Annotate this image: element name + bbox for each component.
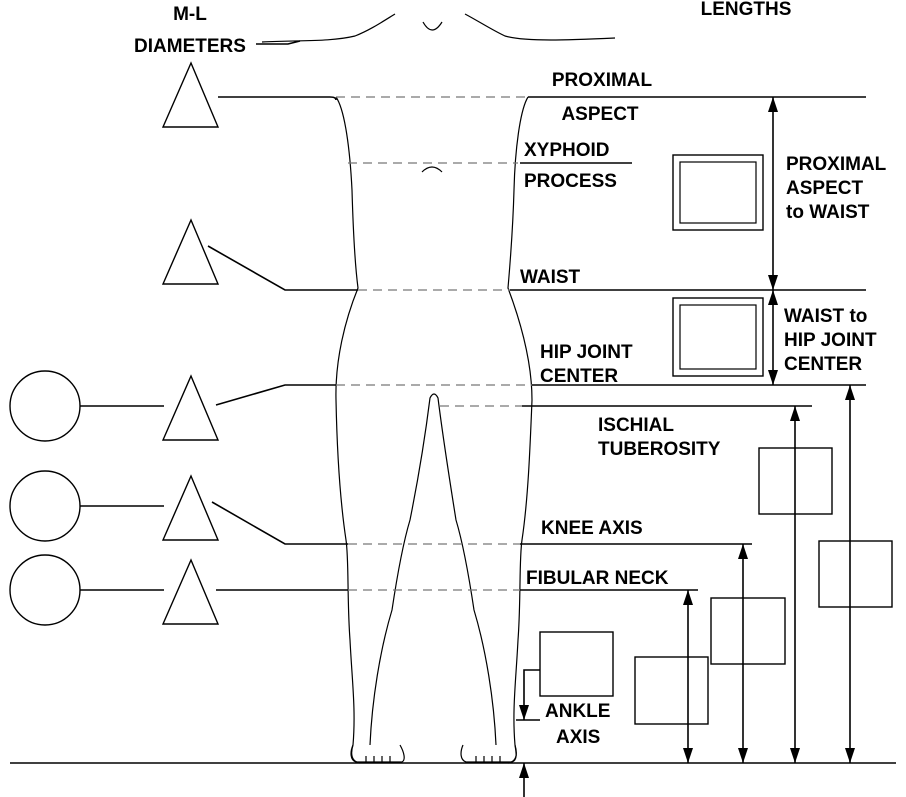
square-hip-length xyxy=(818,540,893,608)
label-fibular-neck: FIBULAR NECK xyxy=(526,568,669,589)
triangle-fibular xyxy=(161,558,220,625)
label-proximal-1: PROXIMAL xyxy=(552,70,653,91)
line-knee-left xyxy=(211,501,348,545)
circle-knee xyxy=(9,470,81,542)
triangle-knee xyxy=(161,474,220,541)
right-foot xyxy=(460,744,517,763)
label-xyphoid-1: XYPHOID xyxy=(524,140,610,161)
square-ankle xyxy=(539,631,614,697)
arrowhead-down-fibular xyxy=(683,748,693,763)
diameter-triangles xyxy=(161,61,220,625)
label-prox-waist-1: PROXIMAL xyxy=(786,154,887,175)
square-waist-hip-inner xyxy=(679,304,757,370)
arrowhead-down-ischial xyxy=(790,748,800,763)
arrowhead-up-waist xyxy=(768,290,778,305)
right-toes xyxy=(475,756,501,762)
dim-ankle xyxy=(523,669,540,720)
line-ml-diameters xyxy=(256,40,301,45)
arrowhead-up-knee xyxy=(738,544,748,559)
triangle-waist xyxy=(161,218,220,285)
dimension-arrows xyxy=(519,97,855,797)
arrowhead-up-prox xyxy=(768,97,778,112)
arrowhead-down-hip xyxy=(768,370,778,385)
label-waist-hip-2: HIP JOINT xyxy=(784,330,877,351)
reference-lines xyxy=(10,40,896,764)
arrowhead-down-hip-len xyxy=(845,748,855,763)
label-prox-waist-3: to WAIST xyxy=(786,202,870,223)
circumference-circles xyxy=(9,370,81,626)
labels: M-L DIAMETERS LENGTHS PROXIMAL ASPECT XY… xyxy=(134,0,887,748)
triangle-hip xyxy=(161,374,220,441)
label-ischial-2: TUBEROSITY xyxy=(598,439,721,460)
square-prox-waist-inner xyxy=(679,161,757,224)
arrowhead-down-knee xyxy=(738,748,748,763)
label-ml-diameters-1: M-L xyxy=(173,4,207,25)
arrowhead-up-floor xyxy=(519,763,529,778)
arrowhead-up-hip-len xyxy=(845,385,855,400)
triangle-proximal xyxy=(161,61,220,128)
label-ankle-2: AXIS xyxy=(556,727,600,748)
chin-curve xyxy=(422,21,443,31)
label-ankle-1: ANKLE xyxy=(545,701,610,722)
left-foot xyxy=(350,744,405,763)
label-hip-joint-2: CENTER xyxy=(540,366,618,387)
square-waist-hip xyxy=(672,297,764,377)
label-hip-joint-1: HIP JOINT xyxy=(540,342,633,363)
body-outline xyxy=(261,13,616,764)
label-prox-waist-2: ASPECT xyxy=(786,178,863,199)
label-ml-diameters-2: DIAMETERS xyxy=(134,36,246,57)
label-lengths: LENGTHS xyxy=(701,0,792,20)
line-waist-left xyxy=(207,245,358,291)
length-squares xyxy=(539,154,893,725)
left-shoulder-curve xyxy=(261,13,396,43)
left-toes xyxy=(365,756,391,762)
square-fibular-length xyxy=(634,656,709,725)
label-proximal-2: ASPECT xyxy=(561,104,638,125)
label-waist-hip-1: WAIST to xyxy=(784,306,867,327)
circle-fibular xyxy=(9,554,81,626)
line-hip-left xyxy=(215,384,336,406)
xyphoid-curve xyxy=(421,166,443,173)
square-knee-length xyxy=(710,597,786,665)
arrowhead-up-ischial xyxy=(790,406,800,421)
right-shoulder-curve xyxy=(464,13,616,41)
label-xyphoid-2: PROCESS xyxy=(524,171,617,192)
left-torso-outline xyxy=(335,96,361,764)
inner-leg-outline xyxy=(369,393,497,746)
right-torso-outline xyxy=(507,96,533,764)
label-ischial-1: ISCHIAL xyxy=(598,415,674,436)
label-knee-axis: KNEE AXIS xyxy=(541,518,643,539)
arrowhead-down-ankle xyxy=(519,705,529,720)
line-proximal-left xyxy=(218,96,337,101)
dashed-guides xyxy=(336,96,532,591)
circle-hip xyxy=(9,370,81,442)
label-waist: WAIST xyxy=(520,267,581,288)
square-prox-waist xyxy=(672,154,764,231)
arrowhead-down-waist xyxy=(768,275,778,290)
label-waist-hip-3: CENTER xyxy=(784,354,862,375)
arrowhead-up-fibular xyxy=(683,590,693,605)
